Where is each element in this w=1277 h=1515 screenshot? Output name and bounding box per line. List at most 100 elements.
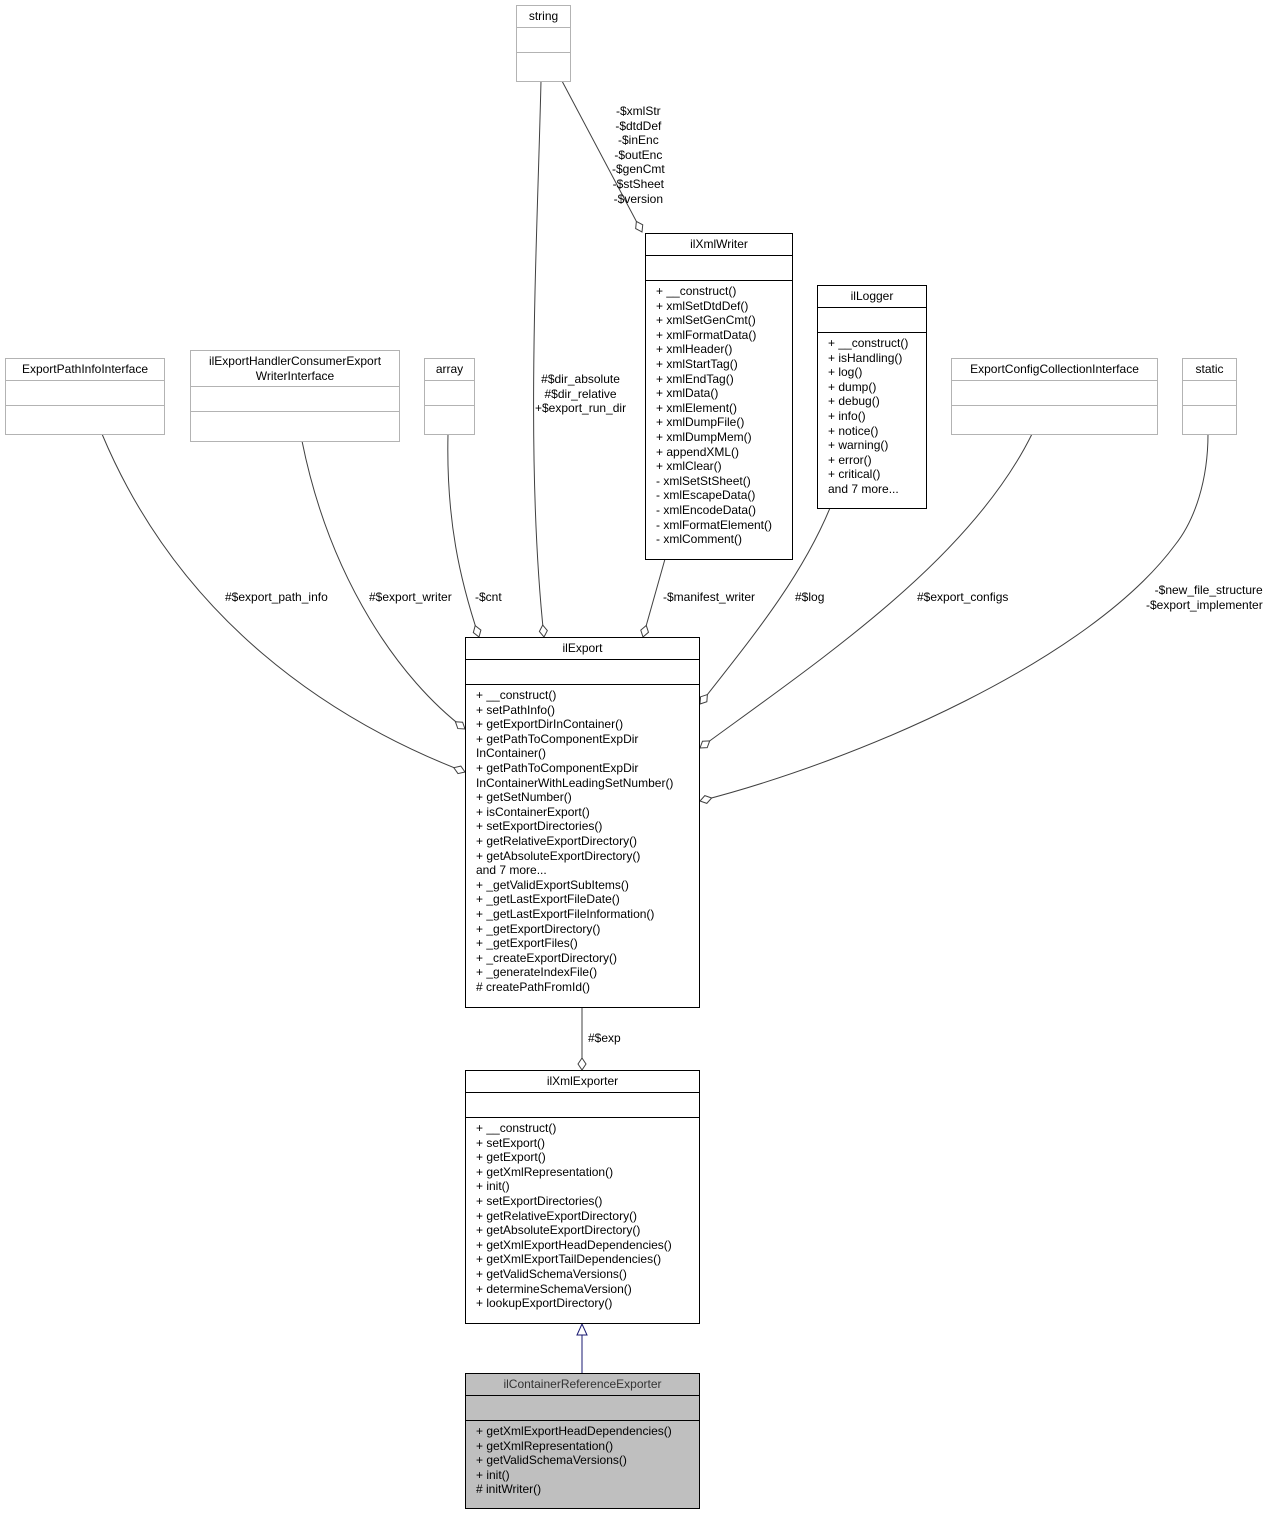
operation-item: + getXmlExportHeadDependencies() bbox=[476, 1424, 672, 1438]
edge-label-line: -$dtdDef bbox=[615, 118, 662, 133]
operations-section bbox=[1183, 405, 1236, 430]
edge-label-line: -$manifest_writer bbox=[663, 590, 756, 604]
class-static[interactable]: static bbox=[1182, 358, 1237, 435]
operation-item: + getXmlRepresentation() bbox=[476, 1164, 614, 1179]
class-illogger[interactable]: ilLogger + __construct()+ isHandling()+ … bbox=[817, 285, 927, 509]
attributes-section bbox=[425, 380, 474, 405]
operation-item: # initWriter() bbox=[476, 1482, 542, 1497]
class-title: ilExport bbox=[562, 641, 603, 655]
operation-item: + appendXML() bbox=[656, 444, 740, 459]
operation-item: + getAbsoluteExportDirectory() bbox=[476, 848, 641, 863]
operation-item: + determineSchemaVersion() bbox=[476, 1281, 632, 1296]
operation-item: + getValidSchemaVersions() bbox=[476, 1266, 627, 1281]
edge-label-static-ilexport: -$new_file_structure-$export_implementer bbox=[1146, 583, 1263, 612]
operation-item: + _getLastExportFileDate() bbox=[476, 892, 620, 907]
edge-label-line: -$cnt bbox=[475, 590, 502, 604]
operation-item: + xmlSetGenCmt() bbox=[656, 313, 756, 328]
operation-item: + getExport() bbox=[476, 1150, 546, 1165]
operations-section bbox=[6, 405, 164, 430]
operation-item: + getPathToComponentExpDir bbox=[476, 731, 639, 746]
operations-section: + __construct()+ xmlSetDtdDef()+ xmlSetG… bbox=[646, 280, 792, 551]
class-ilxmlexporter[interactable]: ilXmlExporter + __construct()+ setExport… bbox=[465, 1070, 700, 1324]
operation-item: + isContainerExport() bbox=[476, 804, 590, 819]
operation-item: + xmlElement() bbox=[656, 400, 738, 415]
operation-item: + getExportDirInContainer() bbox=[476, 717, 624, 732]
operation-item: + log() bbox=[828, 365, 863, 380]
operations-section: + __construct()+ setExport()+ getExport(… bbox=[466, 1117, 699, 1315]
edge-label-line: #$export_configs bbox=[917, 590, 1009, 604]
operation-item: + xmlData() bbox=[656, 386, 719, 401]
operation-item: + _getLastExportFileInformation() bbox=[476, 906, 655, 921]
operation-item: + init() bbox=[476, 1467, 510, 1482]
operation-item: + getValidSchemaVersions() bbox=[476, 1453, 627, 1468]
attributes-section bbox=[466, 1092, 699, 1117]
operation-item: - xmlEncodeData() bbox=[656, 502, 757, 517]
class-title: ilXmlWriter bbox=[690, 237, 748, 251]
attributes-section bbox=[6, 380, 164, 405]
class-ilxmlwriter[interactable]: ilXmlWriter + __construct()+ xmlSetDtdDe… bbox=[645, 233, 793, 560]
edge-label-line: -$version bbox=[613, 191, 664, 206]
operations-section bbox=[517, 52, 570, 77]
operation-item: + xmlDumpMem() bbox=[656, 429, 752, 444]
operations-section bbox=[191, 411, 399, 436]
edge-label-line: -$new_file_structure bbox=[1154, 583, 1263, 597]
operation-item: + _getExportDirectory() bbox=[476, 921, 601, 936]
operation-item: + xmlEndTag() bbox=[656, 371, 734, 386]
attributes-section bbox=[517, 27, 570, 52]
edge-label-configcoll-ilexport: #$export_configs bbox=[917, 590, 1008, 605]
class-string[interactable]: string bbox=[516, 5, 571, 82]
operation-item: + setExportDirectories() bbox=[476, 819, 603, 834]
class-export-handler-consumer-writer-interface[interactable]: ilExportHandlerConsumerExport WriterInte… bbox=[190, 350, 400, 442]
operation-item: + getXmlExportHeadDependencies() bbox=[476, 1237, 672, 1252]
class-title: ExportPathInfoInterface bbox=[21, 362, 149, 376]
operation-item: + isHandling() bbox=[828, 350, 903, 365]
edge-label-line: #$dir_absolute bbox=[541, 372, 620, 386]
class-title: ilExportHandlerConsumerExport WriterInte… bbox=[208, 354, 382, 383]
edge-handler-ilexport bbox=[301, 440, 466, 730]
class-ilcontainerreferenceexporter[interactable]: ilContainerReferenceExporter + getXmlExp… bbox=[465, 1373, 700, 1509]
edge-xmlwriter-ilexport bbox=[640, 558, 666, 638]
operation-item: + xmlFormatData() bbox=[656, 327, 757, 342]
operation-item: + xmlClear() bbox=[656, 459, 722, 474]
edge-label-line: -$xmlStr bbox=[616, 104, 661, 118]
class-title: static bbox=[1195, 362, 1224, 376]
class-array[interactable]: array bbox=[424, 358, 475, 435]
class-ilexport[interactable]: ilExport + __construct()+ setPathInfo()+… bbox=[465, 637, 700, 1008]
attributes-section bbox=[466, 659, 699, 684]
operation-item: and 7 more... bbox=[828, 481, 899, 496]
operations-section: + __construct()+ isHandling()+ log()+ du… bbox=[818, 332, 926, 501]
operation-item: - xmlComment() bbox=[656, 532, 742, 547]
edge-label-line: -$inEnc bbox=[618, 133, 659, 148]
operation-item: + getXmlExportTailDependencies() bbox=[476, 1252, 662, 1267]
operation-item: + __construct() bbox=[656, 284, 737, 298]
attributes-section bbox=[646, 255, 792, 280]
operation-item: + warning() bbox=[828, 438, 889, 453]
operation-item: + __construct() bbox=[476, 688, 557, 702]
operation-item: + notice() bbox=[828, 423, 879, 438]
class-title: ExportConfigCollectionInterface bbox=[970, 362, 1139, 376]
operation-item: + _generateIndexFile() bbox=[476, 965, 598, 980]
edge-label-handler-ilexport: #$export_writer bbox=[369, 590, 452, 605]
edge-label-line: #$exp bbox=[588, 1031, 621, 1045]
attributes-section bbox=[818, 307, 926, 332]
operation-item: + lookupExportDirectory() bbox=[476, 1296, 613, 1311]
operation-item: + setExport() bbox=[476, 1135, 546, 1150]
edge-label-line: #$log bbox=[795, 590, 825, 604]
edge-label-string-ilexport: #$dir_absolute#$dir_relative+$export_run… bbox=[535, 372, 626, 416]
class-export-path-info-interface[interactable]: ExportPathInfoInterface bbox=[5, 358, 165, 435]
edge-string-ilexport bbox=[533, 80, 548, 638]
edge-label-line: -$stSheet bbox=[612, 176, 665, 191]
edge-label-array-ilexport: -$cnt bbox=[475, 590, 502, 605]
operations-section bbox=[425, 405, 474, 430]
operation-item: + getXmlRepresentation() bbox=[476, 1438, 614, 1453]
operation-item: + getSetNumber() bbox=[476, 790, 572, 805]
operation-item: + setExportDirectories() bbox=[476, 1193, 603, 1208]
class-title: string bbox=[528, 9, 559, 23]
edge-label-line: #$export_writer bbox=[369, 590, 452, 604]
edge-label-line: #$export_path_info bbox=[225, 590, 328, 604]
edge-label-line: -$genCmt bbox=[612, 162, 665, 177]
operations-section bbox=[952, 405, 1157, 430]
operation-item: + __construct() bbox=[828, 336, 909, 350]
class-title: array bbox=[435, 362, 464, 376]
class-export-config-collection-interface[interactable]: ExportConfigCollectionInterface bbox=[951, 358, 1158, 435]
